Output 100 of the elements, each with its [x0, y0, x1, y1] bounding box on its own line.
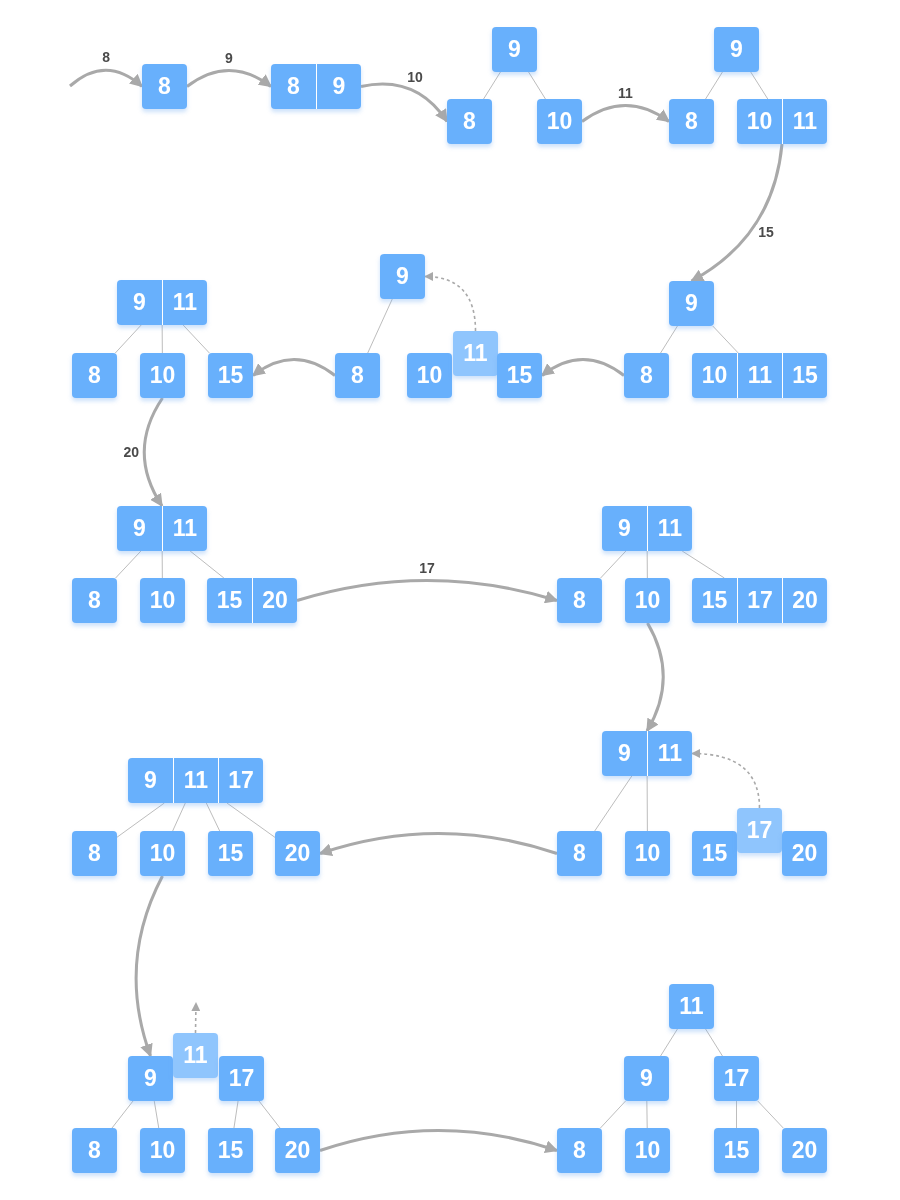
key-value: 17 — [218, 758, 263, 803]
tree-line — [367, 298, 393, 354]
tree-line — [483, 71, 501, 100]
tree-line — [750, 71, 769, 100]
tree-node — [219, 1056, 264, 1101]
key-value: 11 — [182, 1041, 209, 1071]
promoted-key-node — [737, 808, 782, 853]
tree-node — [271, 64, 361, 109]
tree-node — [557, 1128, 602, 1173]
step-arrow — [251, 358, 336, 377]
tree-node — [492, 27, 537, 72]
tree-node — [275, 1128, 320, 1173]
promoted-key-node — [173, 1033, 218, 1078]
key-value: 20 — [252, 578, 297, 623]
tree-line — [161, 324, 163, 354]
tree-node — [669, 281, 714, 326]
tree-node — [692, 831, 737, 876]
key-value: 17 — [722, 1064, 751, 1094]
tree-node — [557, 578, 602, 623]
key-value: 9 — [617, 739, 632, 769]
tree-node — [128, 1056, 173, 1101]
tree-line — [258, 1100, 281, 1129]
key-value: 15 — [216, 839, 245, 869]
edge-label: 20 — [121, 444, 142, 459]
tree-node — [737, 99, 827, 144]
tree-line — [646, 1100, 648, 1129]
key-value: 20 — [790, 1136, 819, 1166]
tree-node — [692, 578, 827, 623]
tree-line — [594, 775, 633, 832]
key-value: 15 — [722, 1136, 751, 1166]
key-value: 11 — [782, 99, 827, 144]
step-arrow — [296, 579, 559, 604]
key-value: 11 — [462, 339, 489, 369]
key-value: 10 — [745, 107, 774, 137]
tree-line — [736, 1100, 737, 1129]
step-arrow — [645, 622, 665, 733]
tree-node — [625, 831, 670, 876]
tree-line — [599, 1100, 627, 1129]
key-value: 15 — [700, 839, 729, 869]
tree-node — [782, 831, 827, 876]
key-value: 8 — [87, 1136, 102, 1166]
key-value: 15 — [782, 353, 827, 398]
tree-node — [624, 353, 669, 398]
key-value: 8 — [572, 586, 587, 616]
step-arrow — [319, 1129, 559, 1154]
key-value: 8 — [684, 107, 699, 137]
tree-node — [208, 1128, 253, 1173]
tree-node — [602, 506, 692, 551]
key-value: 10 — [148, 1136, 177, 1166]
tree-node — [72, 831, 117, 876]
tree-node — [497, 353, 542, 398]
key-value: 8 — [87, 586, 102, 616]
tree-line — [705, 1028, 723, 1057]
key-value: 8 — [350, 361, 365, 391]
key-value: 15 — [505, 361, 534, 391]
tree-node — [72, 578, 117, 623]
key-value: 9 — [132, 288, 147, 318]
tree-node — [140, 578, 185, 623]
tree-line — [172, 802, 186, 832]
key-value: 9 — [617, 514, 632, 544]
tree-node — [208, 353, 253, 398]
key-value: 15 — [215, 586, 244, 616]
edge-label: 10 — [405, 70, 425, 85]
key-value: 9 — [132, 514, 147, 544]
tree-node — [72, 1128, 117, 1173]
tree-line — [153, 1100, 160, 1129]
step-arrow — [581, 104, 671, 123]
tree-node — [447, 99, 492, 144]
tree-line — [233, 1100, 239, 1129]
tree-line — [660, 325, 678, 354]
edge-label: 15 — [756, 224, 776, 239]
key-value: 17 — [737, 578, 782, 623]
tree-node — [208, 831, 253, 876]
key-value: 11 — [647, 731, 692, 776]
tree-line — [205, 802, 221, 832]
key-value: 8 — [462, 107, 477, 137]
key-value: 9 — [729, 35, 744, 65]
tree-line — [161, 550, 163, 579]
tree-node — [602, 731, 692, 776]
key-value: 10 — [633, 586, 662, 616]
key-value: 20 — [790, 839, 819, 869]
key-value: 11 — [162, 280, 207, 325]
key-value: 8 — [157, 72, 172, 102]
key-value: 11 — [647, 506, 692, 551]
key-value: 9 — [684, 289, 699, 319]
tree-node — [669, 99, 714, 144]
step-arrow — [318, 832, 558, 857]
key-value: 9 — [143, 1064, 158, 1094]
dashed-arrow — [424, 272, 477, 332]
tree-node — [624, 1056, 669, 1101]
edge-label: 11 — [616, 85, 635, 100]
tree-node — [537, 99, 582, 144]
tree-node — [207, 578, 297, 623]
tree-line — [111, 1100, 134, 1129]
tree-line — [757, 1100, 784, 1129]
key-value: 11 — [173, 758, 218, 803]
key-value: 9 — [316, 64, 361, 109]
key-value: 10 — [148, 361, 177, 391]
tree-line — [600, 550, 627, 579]
key-value: 9 — [639, 1064, 654, 1094]
